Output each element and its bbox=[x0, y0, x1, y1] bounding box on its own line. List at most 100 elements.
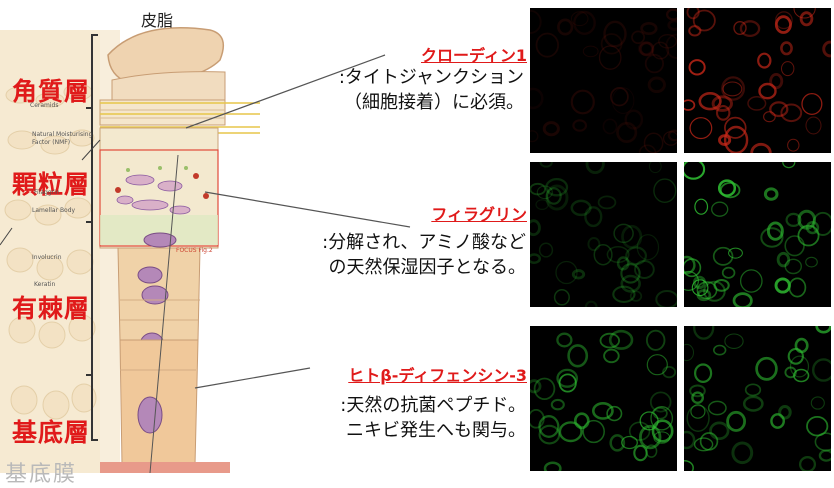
cell-ring bbox=[594, 245, 612, 265]
cell-ring bbox=[560, 374, 576, 391]
small-label-nmf-2: Factor (NMF) bbox=[32, 139, 70, 146]
sebum-label: 皮脂 bbox=[141, 7, 173, 31]
cell-ring bbox=[723, 82, 742, 96]
cell-ring bbox=[765, 189, 777, 199]
cell-ring bbox=[820, 451, 831, 461]
cell-ring bbox=[647, 331, 665, 350]
cell-ring bbox=[573, 271, 583, 279]
cell-ring bbox=[555, 290, 570, 305]
fluorescence-image bbox=[530, 8, 677, 153]
cell-ring bbox=[709, 401, 726, 414]
cell-ring bbox=[572, 91, 594, 114]
cell-ring bbox=[781, 43, 791, 54]
cell-ring bbox=[690, 118, 712, 139]
cell-ring bbox=[535, 379, 555, 400]
cell-ring bbox=[654, 179, 676, 202]
cell-ring bbox=[593, 403, 612, 418]
cell-ring bbox=[748, 97, 766, 110]
cell-ring bbox=[729, 248, 743, 258]
cell-ring bbox=[684, 344, 694, 360]
cell-ring bbox=[540, 243, 553, 257]
cell-ring bbox=[649, 162, 661, 173]
cell-ring bbox=[583, 421, 604, 443]
cell-ring bbox=[599, 196, 616, 208]
cell-ring bbox=[807, 417, 827, 436]
cell-ring bbox=[647, 355, 667, 375]
cell-ring bbox=[785, 236, 804, 256]
cell-ring bbox=[654, 408, 667, 419]
cell-ring bbox=[645, 133, 663, 152]
cell-ring bbox=[586, 302, 597, 307]
cell-ring bbox=[545, 463, 560, 471]
cell-ring bbox=[752, 144, 771, 153]
cell-ring bbox=[572, 201, 591, 215]
cell-ring bbox=[800, 457, 815, 471]
cell-ring bbox=[791, 356, 809, 377]
panel-hbd3-control bbox=[530, 326, 677, 471]
cell-ring bbox=[728, 412, 745, 430]
panel-filaggrin-control bbox=[530, 162, 677, 307]
cell-ring bbox=[684, 162, 704, 179]
cell-ring bbox=[725, 334, 743, 348]
cell-ring bbox=[530, 131, 538, 142]
fluorescence-image bbox=[684, 8, 831, 153]
cell-ring bbox=[684, 100, 694, 110]
cell-ring bbox=[771, 414, 783, 427]
cell-ring bbox=[694, 11, 715, 31]
cell-ring bbox=[607, 407, 621, 421]
cell-ring bbox=[758, 54, 770, 68]
cell-ring bbox=[711, 423, 729, 439]
protein-name-claudin1: クローディン1 bbox=[421, 42, 527, 66]
cell-ring bbox=[746, 384, 761, 395]
fluorescence-image bbox=[530, 162, 677, 307]
cell-ring bbox=[530, 255, 540, 263]
cell-ring bbox=[583, 46, 598, 57]
small-label-keratin: Keratin bbox=[34, 281, 55, 288]
protein-name-filaggrin: フィラグリン bbox=[431, 201, 527, 225]
cell-ring bbox=[692, 393, 702, 403]
cell-ring bbox=[536, 200, 548, 210]
cell-ring bbox=[817, 326, 831, 332]
cell-ring bbox=[811, 397, 824, 409]
cell-ring bbox=[632, 31, 644, 43]
cell-ring bbox=[783, 162, 795, 168]
cell-ring bbox=[806, 117, 821, 134]
fluorescence-image bbox=[684, 326, 831, 471]
panel-filaggrin-treated bbox=[684, 162, 831, 307]
cell-ring bbox=[560, 422, 582, 441]
fluorescence-image bbox=[530, 326, 677, 471]
small-label-focus: FOCUS Fig.2 bbox=[176, 247, 213, 254]
cell-ring bbox=[649, 78, 664, 92]
protein-desc-filaggrin-line1: :分解され、アミノ酸など bbox=[322, 230, 526, 255]
cell-ring bbox=[824, 42, 831, 56]
cell-ring bbox=[788, 139, 799, 151]
small-label-ceramids: Ceramids bbox=[30, 102, 58, 109]
cell-ring bbox=[694, 326, 713, 339]
cell-ring bbox=[646, 55, 663, 73]
cell-ring bbox=[801, 13, 812, 25]
cell-ring bbox=[695, 365, 711, 382]
cell-ring bbox=[689, 26, 700, 35]
cell-ring bbox=[771, 74, 782, 87]
cell-ring bbox=[741, 270, 762, 292]
protein-desc-hbd3: :天然の抗菌ペプチド。 ニキビ発生へも関与。 bbox=[340, 393, 526, 443]
cell-ring bbox=[700, 93, 721, 109]
cell-ring bbox=[695, 199, 708, 214]
cell-ring bbox=[667, 10, 677, 20]
cell-ring bbox=[684, 432, 694, 448]
cell-ring bbox=[557, 334, 571, 347]
cell-ring bbox=[741, 21, 759, 36]
small-label-involucrin: Involucrin bbox=[32, 254, 62, 261]
protein-desc-claudin1-line1: :タイトジャンクション bbox=[339, 65, 524, 90]
cell-ring bbox=[587, 162, 603, 173]
panel-claudin1-control bbox=[530, 8, 677, 153]
cell-ring bbox=[574, 12, 594, 34]
protein-name-hbd3: ヒトβ-ディフェンシン-3 bbox=[348, 362, 527, 386]
cell-ring bbox=[806, 257, 818, 267]
cell-ring bbox=[776, 17, 790, 33]
cell-ring bbox=[602, 34, 622, 54]
panel-hbd3-treated bbox=[684, 326, 831, 471]
fluorescence-image bbox=[684, 162, 831, 307]
small-label-filaggrin: Filaggrin bbox=[34, 189, 60, 196]
cell-ring bbox=[781, 105, 801, 122]
